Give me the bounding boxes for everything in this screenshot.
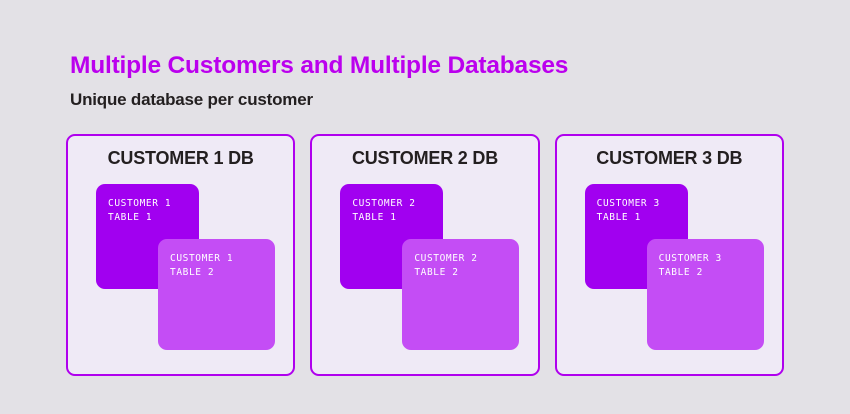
- table-box-customer-1-table-1: CUSTOMER 1 TABLE 1: [96, 184, 199, 289]
- table-box-line-2: TABLE 2: [658, 267, 703, 278]
- database-cards-row: CUSTOMER 1 DB CUSTOMER 1 TABLE 1 CUSTOME…: [66, 134, 784, 376]
- table-box-line-1: CUSTOMER 1: [170, 253, 234, 264]
- table-box-line-1: CUSTOMER 3: [658, 253, 722, 264]
- table-box-customer-2-table-2: CUSTOMER 2 TABLE 2: [402, 239, 520, 350]
- table-box-line-1: CUSTOMER 3: [596, 198, 660, 209]
- table-box-line-2: TABLE 2: [414, 267, 459, 278]
- table-box-line-1: CUSTOMER 1: [108, 198, 172, 209]
- table-box-line-1: CUSTOMER 2: [414, 253, 478, 264]
- table-box-line-1: CUSTOMER 2: [352, 198, 416, 209]
- page-subtitle: Unique database per customer: [70, 90, 313, 109]
- table-box-line-2: TABLE 1: [596, 212, 641, 223]
- table-box-line-2: TABLE 1: [352, 212, 397, 223]
- page-title: Multiple Customers and Multiple Database…: [70, 52, 569, 79]
- database-card-customer-3: CUSTOMER 3 DB CUSTOMER 3 TABLE 1 CUSTOME…: [554, 134, 784, 376]
- table-box-line-2: TABLE 2: [170, 267, 215, 278]
- database-card-customer-1: CUSTOMER 1 DB CUSTOMER 1 TABLE 1 CUSTOME…: [66, 134, 296, 376]
- database-card-title: CUSTOMER 2 DB: [351, 148, 499, 168]
- database-card-customer-2: CUSTOMER 2 DB CUSTOMER 2 TABLE 1 CUSTOME…: [310, 134, 540, 376]
- database-card-title: CUSTOMER 3 DB: [596, 148, 743, 168]
- table-box-customer-1-table-2: CUSTOMER 1 TABLE 2: [158, 239, 275, 350]
- table-box-customer-3-table-2: CUSTOMER 3 TABLE 2: [646, 239, 764, 350]
- database-card-title: CUSTOMER 1 DB: [107, 148, 254, 168]
- table-box-line-2: TABLE 1: [108, 212, 153, 223]
